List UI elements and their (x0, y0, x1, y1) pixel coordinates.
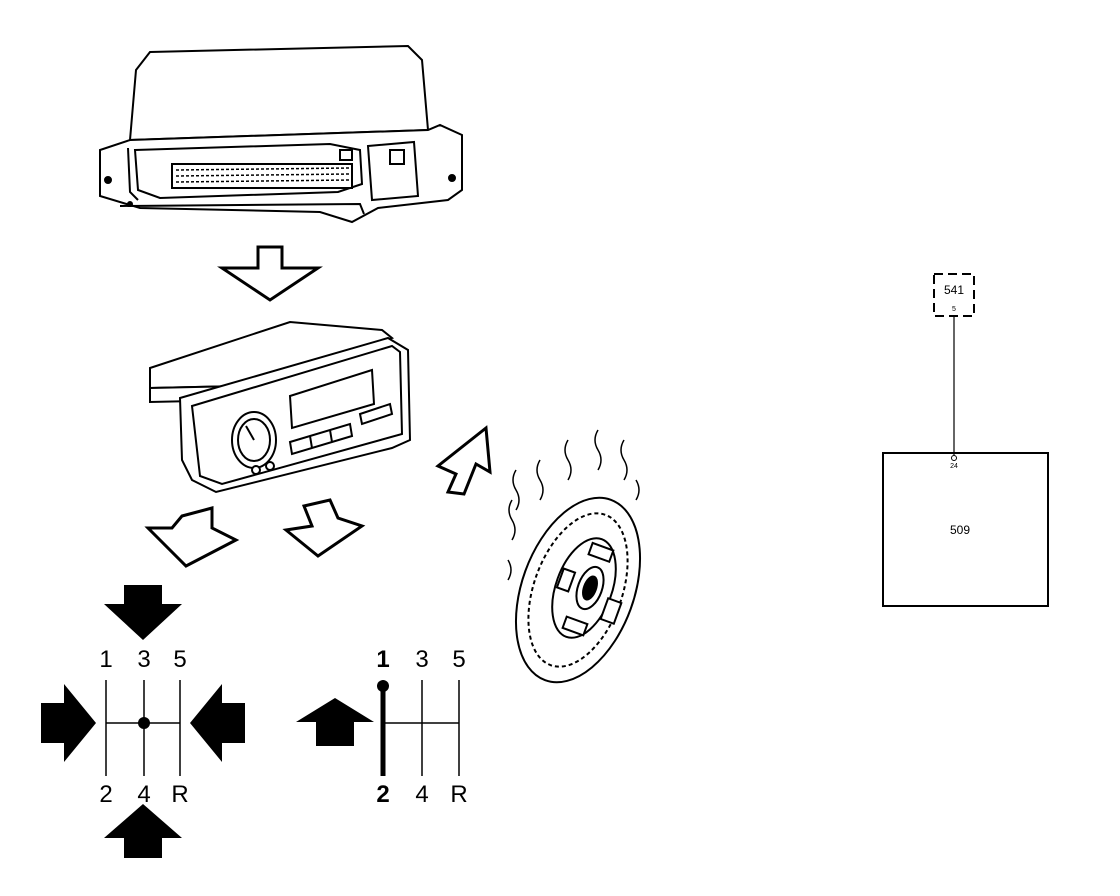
component-541-label: 541 (944, 283, 964, 297)
shift-label-bottom-4: 4 (415, 781, 428, 808)
solid-arrow-left-icon (190, 684, 245, 762)
clutch-disc-illustration (507, 429, 642, 684)
shift-label-bottom-4: 4 (137, 781, 150, 808)
shift-label-bottom-2-bold: 2 (376, 781, 389, 808)
solid-arrow-right-icon (41, 684, 96, 762)
component-509-label: 509 (950, 523, 970, 537)
shift-label-bottom-2: 2 (99, 781, 112, 808)
shift-label-bottom-r: R (171, 781, 188, 808)
hollow-arrow-down-icon (217, 245, 323, 302)
shift-label-top-1-bold: 1 (376, 646, 389, 673)
shift-pattern-right: 1 3 5 2 4 R (296, 646, 468, 808)
shift-label-top-3: 3 (137, 646, 150, 673)
solid-arrow-up-icon (104, 804, 182, 858)
shift-label-top-3: 3 (415, 646, 428, 673)
hollow-arrow-up-right-icon (435, 425, 492, 496)
hollow-arrow-down-left-icon (144, 506, 240, 568)
hollow-arrow-down-left-icon-2 (282, 498, 366, 558)
shift-label-top-5: 5 (452, 646, 465, 673)
wiring-schematic: 541 5 24 509 (882, 273, 1049, 607)
shift-label-bottom-r: R (450, 781, 467, 808)
shift-label-top-1: 1 (99, 646, 112, 673)
shift-pattern-left: 1 3 5 2 4 R (41, 585, 245, 858)
connector-pin (951, 455, 957, 461)
solid-arrow-down-icon (104, 585, 182, 640)
solid-arrow-up-icon-2 (296, 698, 374, 746)
instrument-cluster-illustration (149, 320, 412, 494)
component-541-pin: 5 (952, 306, 956, 313)
shift-lever-knob (377, 680, 389, 692)
shift-label-top-5: 5 (173, 646, 186, 673)
ecu-unit-illustration (99, 44, 463, 224)
component-509-pin: 24 (950, 463, 958, 470)
component-509-box (882, 452, 1049, 607)
shift-neutral-dot (138, 717, 150, 729)
